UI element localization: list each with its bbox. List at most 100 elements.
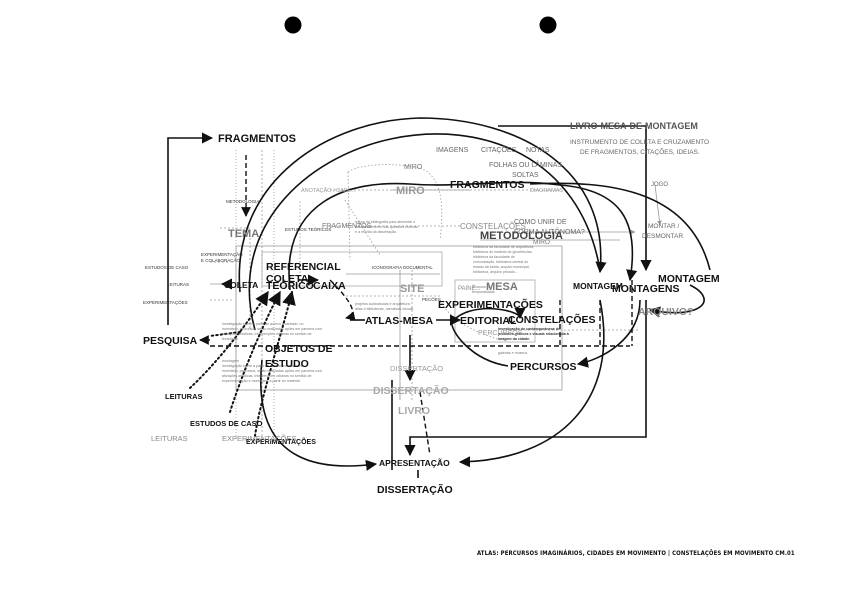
- label-miro-big: MIRO: [396, 185, 425, 197]
- label-estudos-caso-black: ESTUDOS DE CASO: [190, 419, 263, 428]
- label-anotacao: ANOTAÇÃO / CADE...: [301, 187, 356, 194]
- label-experimentacoes-grey: EXPERIMENTAÇÕES: [222, 434, 296, 443]
- label-dissertacao-small: DISSERTAÇÃO: [390, 364, 443, 373]
- svg-text:montagem: montagem: [222, 359, 239, 363]
- label-coleta-top: COLETA: [266, 273, 309, 285]
- label-experimentacao-2: E COLABORAÇÃO: [201, 257, 241, 263]
- label-teorico: TEÓRICO: [266, 279, 314, 292]
- label-site: SITE: [400, 283, 424, 295]
- label-percursos-grey: PERCURSOS: [478, 330, 523, 337]
- svg-text:investigação de contemporâneos: investigação de contemporâneos de: [498, 327, 560, 331]
- binder-hole-right: [539, 16, 557, 34]
- label-montagens: MONTAGENS: [612, 283, 679, 295]
- label-dissertacao-grey: DISSERTAÇÃO: [373, 384, 449, 397]
- label-experimentacao-1: EXPERIMENTAÇÃO: [201, 251, 243, 257]
- label-caixa: CAIXA: [313, 280, 346, 292]
- label-leituras-grey: LEITURAS: [151, 434, 188, 443]
- label-constelacoes-black: CONSTELAÇÕES: [508, 313, 596, 326]
- label-livro-mesa-desc-1: INSTRUMENTO DE COLETA E CRUZAMENTO: [570, 139, 709, 146]
- label-livro-grey: LIVRO: [398, 405, 430, 417]
- label-como-unir-1: COMO UNIR DE: [514, 219, 567, 226]
- label-miro-inner: MIRO: [533, 239, 550, 246]
- svg-text:ativações artísticas, interven: ativações artísticas, intervenções urban…: [222, 332, 312, 336]
- label-fragmentos-top: FRAGMENTOS: [218, 133, 296, 145]
- label-metodologia-big: METODOLOGIA: [480, 230, 563, 242]
- label-referencial: REFERENCIAL: [266, 261, 341, 273]
- label-montagem-mid: MONTAGEM: [573, 281, 623, 291]
- svg-text:investigação sobre a partir de: investigação sobre a partir de acervo le…: [222, 322, 304, 326]
- label-editorial: EDITORIAL: [460, 315, 517, 327]
- fine-print-blocks: leitura da bibliografia para alimentar o…: [222, 220, 569, 383]
- label-experimentacoes-mid: EXPERIMENTAÇÕES: [438, 298, 543, 311]
- svg-text:produtos gráficos e visuais re: produtos gráficos e visuais relacionada …: [498, 332, 569, 336]
- svg-text:levantado.: levantado.: [222, 337, 239, 341]
- binder-hole-left: [284, 16, 302, 34]
- label-jogo: JOGO: [651, 182, 668, 188]
- svg-text:imagem da cidade.: imagem da cidade.: [498, 337, 530, 341]
- label-montagem-right: MONTAGEM: [658, 273, 720, 285]
- label-experimentacoes-black: EXPERIMENTAÇÕES: [246, 437, 316, 446]
- label-diagramas: DIAGRAMAS: [530, 188, 563, 194]
- label-folhas-1: FOLHAS OU LÂMINAS: [489, 160, 562, 169]
- svg-text:inventário, percursos, serão r: inventário, percursos, serão realizadas …: [222, 369, 322, 373]
- svg-text:biblioteca da faculdade de: biblioteca da faculdade de: [473, 255, 515, 259]
- footer-caption: ATLAS: PERCURSOS IMAGINÁRIOS, CIDADES EM…: [477, 550, 795, 557]
- label-experimentacoes-small: EXPERIMENTAÇÕES: [143, 299, 188, 305]
- label-livro-mesa-title: LIVRO-MESA-DE-MONTAGEM: [570, 121, 698, 131]
- diagram-labels: FRAGMENTOS LIVRO-MESA-DE-MONTAGEM INSTRU…: [143, 121, 720, 496]
- svg-text:temporalidade: temporalidade: [472, 290, 495, 294]
- svg-text:galerias e museus.: galerias e museus.: [498, 351, 528, 355]
- svg-text:biblioteca do instituto de geo: biblioteca do instituto de geociências,: [473, 250, 533, 254]
- dashed-connector-layer: [199, 155, 633, 456]
- label-arquivo: ARQUIVO?: [638, 306, 693, 318]
- label-dissertacao-black: DISSERTAÇÃO: [377, 483, 453, 496]
- label-pesquisa: PESQUISA: [143, 335, 198, 347]
- svg-text:comunicação, biblioteca centra: comunicação, biblioteca central do: [473, 260, 528, 264]
- label-constelacoes-grey: CONSTELAÇÕES: [460, 222, 526, 231]
- label-citacoes: CITAÇÕES: [481, 145, 517, 154]
- label-objetos-1: OBJETOS DE: [265, 343, 333, 355]
- label-painel: PAINÉ...: [458, 285, 481, 292]
- svg-text:investigação sobre a partir de: investigação sobre a partir de acervo le…: [222, 364, 304, 368]
- label-mesa: MESA: [486, 281, 518, 293]
- label-coleta-left: COLETA: [224, 280, 258, 290]
- svg-text:desenvolvimento das questões t: desenvolvimento das questões teóricas: [355, 225, 418, 229]
- label-metodologia-small: METODOLOGIA: [226, 199, 259, 204]
- label-percursos-black: PERCURSOS: [510, 361, 577, 373]
- label-pecoes: PECÕES: [422, 296, 441, 302]
- label-montar-1: MONTAR /: [648, 223, 679, 230]
- svg-text:biblioteca da faculdade de arq: biblioteca da faculdade de arquitetura,: [473, 245, 534, 249]
- label-iconografia: ICONOGRAFIA DOCUMENTAL: [372, 265, 433, 270]
- label-notas: NOTAS: [526, 147, 550, 154]
- label-folhas-2: SOLTAS: [512, 172, 539, 179]
- label-fragmentos-small: FRAGMENTOS: [322, 223, 372, 230]
- svg-text:atlas e bibliotecas, narrativa: atlas e bibliotecas, narrativas visuais: [355, 307, 414, 311]
- svg-text:e a escrita da dissertação.: e a escrita da dissertação.: [355, 230, 397, 234]
- label-livro-mesa-desc-2: DE FRAGMENTOS, CITAÇÕES, IDEIAS.: [580, 147, 700, 156]
- svg-text:biblioteca, arquivo privado...: biblioteca, arquivo privado...: [473, 270, 518, 274]
- label-montar-2: DESMONTAR: [642, 233, 683, 240]
- label-apresentacao: APRESENTAÇÃO: [379, 458, 450, 468]
- label-miro-small: MIRO: [404, 164, 423, 171]
- black-connector-layer: [167, 117, 711, 478]
- dotted-connector-layer: [189, 290, 296, 437]
- label-estudos-caso-small: ESTUDOS DE CASO: [145, 265, 189, 270]
- label-como-unir-2: FORMA AUTÔNOMA?: [514, 227, 585, 236]
- svg-text:inventário, percursos, serão r: inventário, percursos, serão realizadas …: [222, 327, 322, 331]
- label-atlas-mesa: ATLAS-MESA: [365, 315, 433, 327]
- label-tema: TEMA: [228, 228, 259, 240]
- svg-text:leitura da bibliografia para a: leitura da bibliografia para alimentar o: [355, 220, 415, 224]
- svg-text:ativações artísticas, interven: ativações artísticas, intervenções urban…: [222, 374, 312, 378]
- label-leituras-black: LEITURAS: [165, 392, 203, 401]
- label-imagens: IMAGENS: [436, 147, 469, 154]
- svg-text:projetos audiovisuais e arquit: projetos audiovisuais e arquitetura: [355, 302, 410, 306]
- svg-text:estado da bahia, arquivo munic: estado da bahia, arquivo municipal,: [473, 265, 530, 269]
- svg-text:recursos de: recursos de: [472, 285, 491, 289]
- label-estudos-teoricos: ESTUDOS TEÓRICOS: [285, 226, 331, 232]
- label-objetos-2: ESTUDO: [265, 358, 309, 370]
- label-fragmentos-mid: FRAGMENTOS: [450, 179, 524, 191]
- svg-text:experimentação e montagem a pa: experimentação e montagem a partir do ma…: [222, 379, 301, 383]
- label-leituras-small: LEITURAS: [167, 282, 189, 287]
